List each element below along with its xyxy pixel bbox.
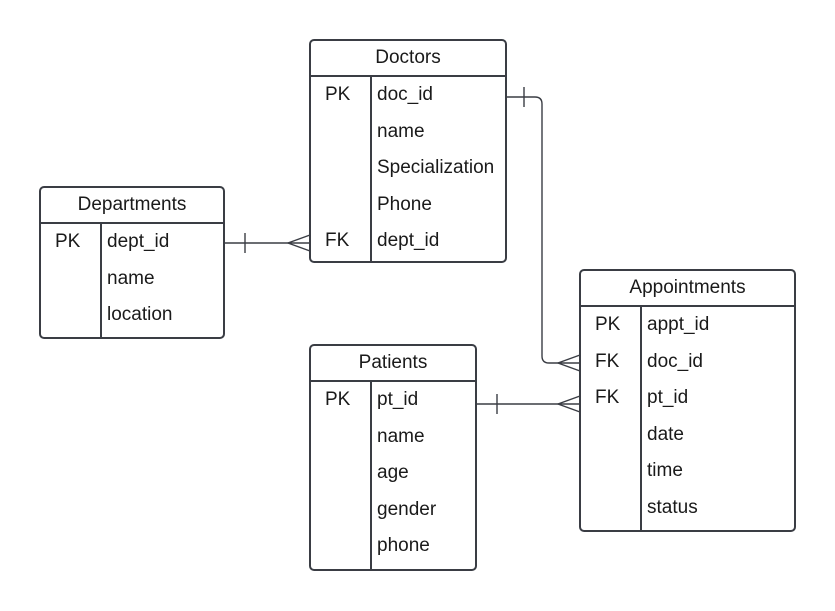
key-label: FK [325, 230, 350, 251]
field-name: pt_id [377, 389, 419, 410]
field-name: appt_id [647, 314, 710, 335]
field-name: Specialization [377, 157, 495, 178]
entity-patients[interactable]: Patients PK pt_id name age gender phone [309, 344, 477, 571]
field-name: doc_id [377, 84, 433, 105]
key-label [311, 532, 370, 569]
rel-departments-doctors [225, 233, 311, 253]
field-name: doc_id [647, 350, 703, 372]
field-name: dept_id [377, 230, 440, 251]
entity-body: PK FK doc_id name Specialization Phone d… [311, 77, 505, 261]
entity-title: Departments [41, 188, 223, 224]
key-column: PK FK [311, 77, 372, 261]
key-label [311, 459, 370, 496]
entity-title: Doctors [311, 41, 505, 77]
field-name: date [647, 423, 684, 445]
key-label [581, 421, 640, 458]
field-name: gender [377, 498, 437, 520]
key-label [311, 154, 370, 191]
field-column: pt_id name age gender phone [372, 382, 475, 569]
entity-doctors[interactable]: Doctors PK FK doc_id name Specialization… [309, 39, 507, 263]
field-name: dept_id [107, 231, 170, 252]
entity-body: PK dept_id name location [41, 224, 223, 337]
rel-patients-appointments [476, 394, 581, 414]
field-name: status [647, 496, 698, 518]
field-name: age [377, 462, 409, 483]
key-label [581, 494, 640, 531]
field-name: time [647, 460, 683, 481]
key-label: PK [325, 389, 351, 410]
field-column: doc_id name Specialization Phone dept_id [372, 77, 505, 261]
many-marker [285, 234, 311, 252]
key-label: PK [55, 231, 81, 252]
key-label [581, 457, 640, 494]
key-label [311, 191, 370, 228]
entity-title: Patients [311, 346, 475, 382]
key-column: PK FK FK [581, 307, 642, 530]
entity-body: PK pt_id name age gender phone [311, 382, 475, 569]
entity-title: Appointments [581, 271, 794, 307]
rel-doctors-appointments [507, 87, 581, 372]
key-label [311, 423, 370, 460]
key-label: PK [325, 84, 351, 105]
field-name: pt_id [647, 387, 689, 408]
field-name: Phone [377, 193, 432, 215]
key-label [311, 496, 370, 533]
field-name: name [377, 425, 425, 447]
field-column: dept_id name location [102, 224, 223, 337]
key-label [311, 118, 370, 155]
field-name: name [377, 120, 425, 142]
entity-appointments[interactable]: Appointments PK FK FK appt_id doc_id pt_… [579, 269, 796, 532]
key-label: PK [595, 314, 621, 335]
field-name: name [107, 267, 155, 289]
many-marker [555, 395, 581, 413]
entity-departments[interactable]: Departments PK dept_id name location [39, 186, 225, 339]
field-name: phone [377, 535, 430, 556]
key-column: PK [41, 224, 102, 337]
key-label: FK [595, 350, 620, 372]
entity-body: PK FK FK appt_id doc_id pt_id date time … [581, 307, 794, 530]
field-name: location [107, 304, 173, 325]
key-label [41, 301, 100, 337]
field-column: appt_id doc_id pt_id date time status [642, 307, 794, 530]
key-label [41, 265, 100, 302]
many-marker [555, 354, 581, 372]
key-label: FK [595, 387, 620, 408]
key-column: PK [311, 382, 372, 569]
